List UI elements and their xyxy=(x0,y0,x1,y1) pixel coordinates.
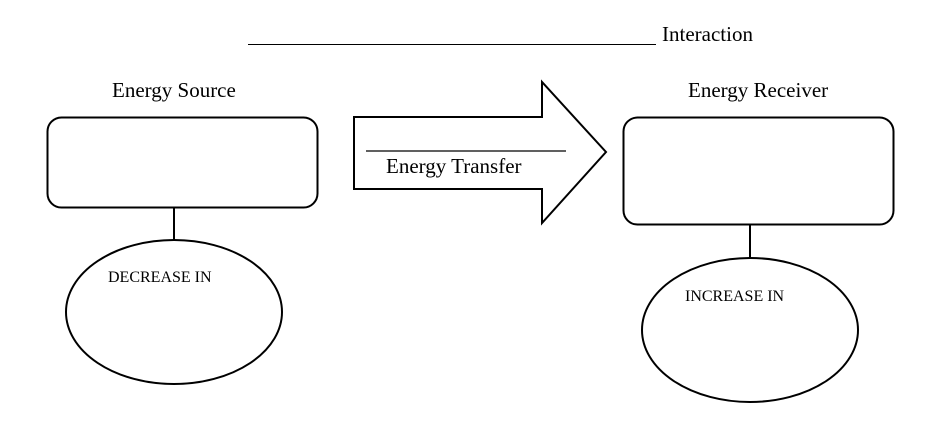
decrease-ellipse[interactable] xyxy=(65,239,283,385)
increase-ellipse[interactable] xyxy=(641,257,859,403)
interaction-title: Interaction xyxy=(248,24,753,45)
energy-receiver-box[interactable] xyxy=(622,116,895,226)
interaction-blank[interactable] xyxy=(248,26,656,45)
energy-source-box[interactable] xyxy=(46,116,319,209)
energy-transfer-label: Energy Transfer xyxy=(386,154,522,178)
increase-in-label: INCREASE IN xyxy=(685,288,785,305)
interaction-label: Interaction xyxy=(662,22,753,46)
energy-receiver-label: Energy Receiver xyxy=(688,78,829,102)
energy-source-label: Energy Source xyxy=(112,78,236,102)
decrease-in-label: DECREASE IN xyxy=(108,269,212,286)
energy-transfer-arrow xyxy=(353,79,608,226)
